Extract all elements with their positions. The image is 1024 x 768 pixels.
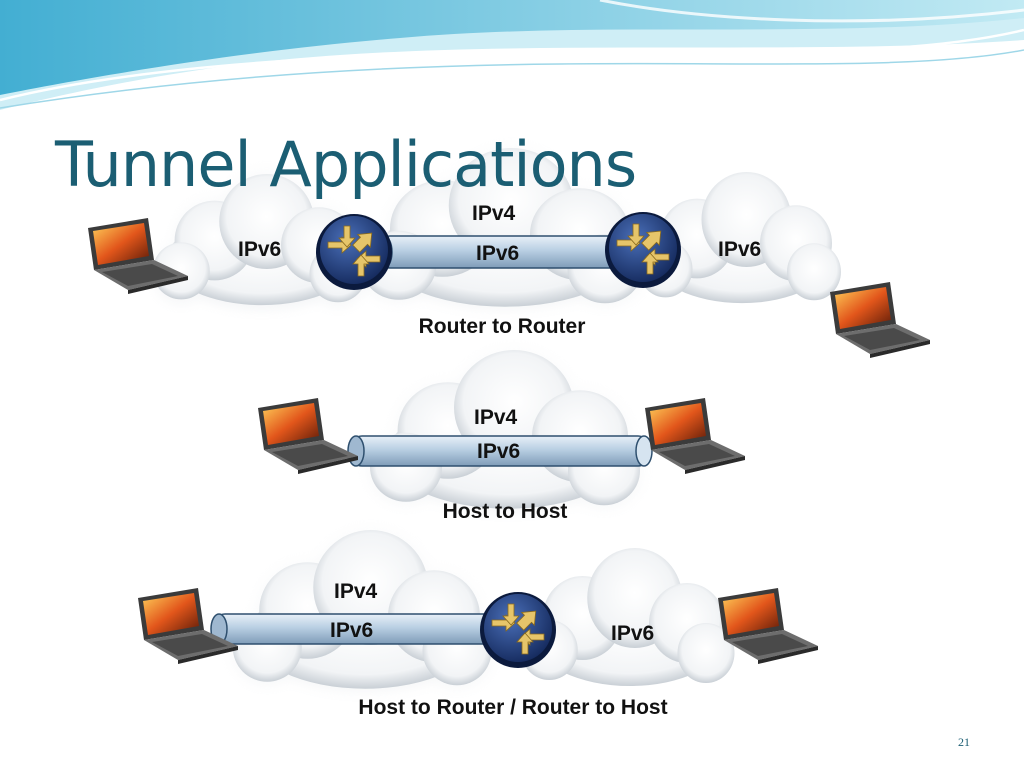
edge-label-left: IPv6	[238, 238, 282, 261]
slide-title: Tunnel Applications	[55, 128, 637, 201]
tunnel-tube	[347, 435, 653, 467]
tunnel-label: IPv6	[477, 440, 521, 463]
router-icon	[604, 211, 682, 289]
laptop-icon	[830, 282, 930, 358]
router-icon	[479, 591, 557, 669]
page-number: 21	[958, 735, 970, 749]
cloud-icon	[232, 530, 492, 689]
core-label: IPv4	[472, 202, 516, 225]
tunnel-label: IPv6	[330, 619, 374, 642]
core-label: IPv4	[474, 406, 518, 429]
scenario-host-to-host	[258, 350, 745, 509]
router-icon	[315, 213, 393, 291]
caption-host-to-host: Host to Host	[442, 500, 568, 523]
scenario-host-to-router	[138, 530, 818, 689]
laptop-icon	[645, 398, 745, 474]
edge-label-right: IPv6	[611, 622, 655, 645]
caption-host-to-router: Host to Router / Router to Host	[358, 696, 668, 719]
banner-waves	[0, 0, 1024, 110]
core-label: IPv4	[334, 580, 378, 603]
scenario-router-to-router	[88, 148, 930, 358]
laptop-icon	[258, 398, 358, 474]
edge-label-right: IPv6	[718, 238, 762, 261]
tunnel-label: IPv6	[476, 242, 520, 265]
caption-router-to-router: Router to Router	[418, 315, 586, 338]
